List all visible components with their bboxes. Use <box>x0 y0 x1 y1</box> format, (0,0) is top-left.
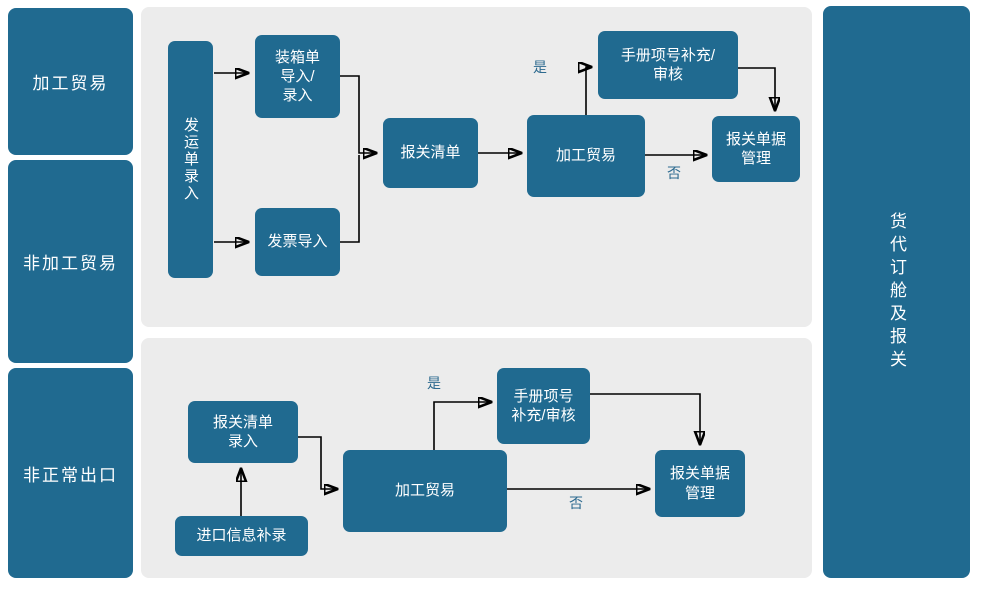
edge-label-no-top: 否 <box>667 165 681 181</box>
category-panel-label: 加工贸易 <box>32 74 109 93</box>
node-label: 装箱单 导入/ 录入 <box>274 48 320 105</box>
node-customs-document-management-2[interactable]: 报关单据 管理 <box>655 450 745 517</box>
node-customs-declaration-list[interactable]: 报关清单 <box>383 118 478 188</box>
node-customs-document-management[interactable]: 报关单据 管理 <box>712 116 800 182</box>
node-packing-list-import[interactable]: 装箱单 导入/ 录入 <box>255 35 340 118</box>
category-panel-label: 非正常出口 <box>23 465 118 485</box>
node-invoice-import[interactable]: 发票导入 <box>255 208 340 276</box>
category-panel-abnormal-export[interactable]: 非正常出口 <box>8 368 133 578</box>
node-processing-trade-decision[interactable]: 加工贸易 <box>527 115 645 197</box>
node-shipping-order-entry[interactable]: 发运单录入 <box>168 41 213 278</box>
node-label: 发运单录入 <box>182 117 199 202</box>
node-label: 手册项号 补充/审核 <box>511 387 576 424</box>
node-label: 报关清单 录入 <box>212 413 273 450</box>
node-processing-trade-decision-2[interactable]: 加工贸易 <box>343 450 507 532</box>
node-label: 手册项号补充/ 审核 <box>620 46 716 83</box>
node-manual-item-supplement-review[interactable]: 手册项号补充/ 审核 <box>598 31 738 99</box>
node-label: 加工贸易 <box>555 147 616 165</box>
node-customs-list-entry[interactable]: 报关清单 录入 <box>188 401 298 463</box>
node-label: 报关清单 <box>400 144 461 162</box>
node-label: 加工贸易 <box>394 482 455 500</box>
category-panel-freight-booking-and-customs[interactable]: 货代订舱及报关 <box>823 6 970 578</box>
category-panel-label: 货代订舱及报关 <box>887 211 906 373</box>
node-import-info-supplement[interactable]: 进口信息补录 <box>175 516 308 556</box>
edge-label-yes-bottom: 是 <box>427 375 441 391</box>
node-label: 报关单据 管理 <box>725 130 786 167</box>
category-panel-processing-trade[interactable]: 加工贸易 <box>8 8 133 155</box>
node-manual-item-supplement-review-2[interactable]: 手册项号 补充/审核 <box>497 368 590 444</box>
category-panel-label: 非加工贸易 <box>23 254 118 273</box>
category-panel-non-processing-trade[interactable]: 非加工贸易 <box>8 160 133 363</box>
edge-label-no-bottom: 否 <box>569 495 583 511</box>
node-label: 报关单据 管理 <box>669 465 730 502</box>
node-label: 发票导入 <box>267 233 328 251</box>
edge-label-yes-top: 是 <box>533 59 547 75</box>
node-label: 进口信息补录 <box>196 527 287 545</box>
